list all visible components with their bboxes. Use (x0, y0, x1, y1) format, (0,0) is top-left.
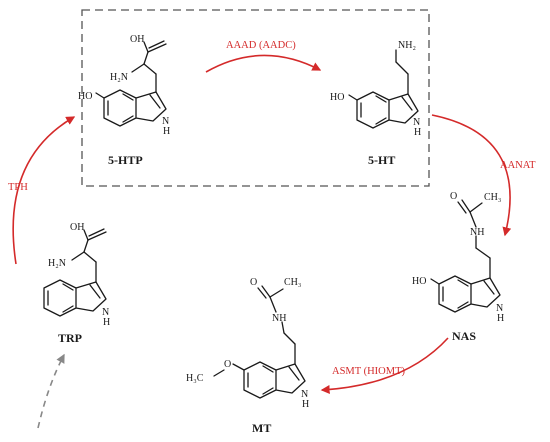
indole-n-label: N (413, 117, 420, 128)
curved-arrow-icon (12, 116, 76, 265)
curved-arrow-icon (205, 54, 322, 73)
ring-hydroxyl-label: HO (412, 276, 426, 287)
compound-label-5-ht: 5-HT (368, 153, 395, 167)
indole-h-label: H (497, 313, 504, 324)
methyl-label: CH₃ (284, 277, 301, 288)
compound-label-mt: MT (252, 421, 271, 435)
compound-mt: O CH₃ NH O H₃C N H MT (186, 277, 309, 435)
curved-arrow-icon (431, 114, 512, 237)
ether-o-label: O (224, 359, 231, 370)
compound-label-nas: NAS (452, 329, 476, 343)
amine-label: H₂N (48, 258, 66, 269)
indole-n-label: N (496, 303, 503, 314)
ring-hydroxyl-label: HO (78, 91, 92, 102)
compound-label-trp: TRP (58, 331, 82, 345)
hydroxyl-label: OH (130, 34, 144, 45)
enzyme-label-aanat: AANAT (500, 160, 536, 171)
indole-n-label: N (102, 307, 109, 318)
compound-trp: OH H₂N N H TRP (43, 222, 110, 345)
dashed-enclosure-box (81, 9, 430, 187)
curved-arrow-icon (320, 337, 449, 395)
amine-label: H₂N (110, 72, 128, 83)
amide-nh-label: NH (470, 227, 484, 238)
compound-nas: O CH₃ NH HO N H NAS (412, 191, 504, 343)
indole-h-label: H (414, 127, 421, 138)
indole-n-label: N (301, 389, 308, 400)
enzyme-label-asmt: ASMT (HIOMT) (332, 366, 406, 377)
methoxy-methyl-label: H₃C (186, 373, 204, 384)
ring-hydroxyl-label: HO (330, 92, 344, 103)
indole-n-label: N (162, 116, 169, 127)
amine-label: NH₂ (398, 40, 416, 51)
indole-h-label: H (163, 126, 170, 137)
compound-5-ht: NH₂ HO N H 5-HT (330, 40, 421, 167)
carbonyl-o-label: O (450, 191, 457, 202)
methyl-label: CH₃ (484, 192, 501, 203)
amide-nh-label: NH (272, 313, 286, 324)
dashed-curved-arrow-icon (37, 353, 65, 429)
indole-h-label: H (302, 399, 309, 410)
enzyme-label-tph: TPH (8, 182, 28, 193)
compound-5-htp: OH HO H₂N N H 5-HTP (78, 34, 170, 167)
enzyme-label-aaad: AAAD (AADC) (226, 40, 296, 51)
compound-label-5-htp: 5-HTP (108, 153, 143, 167)
carbonyl-o-label: O (250, 277, 257, 288)
hydroxyl-label: OH (70, 222, 84, 233)
indole-h-label: H (103, 317, 110, 328)
